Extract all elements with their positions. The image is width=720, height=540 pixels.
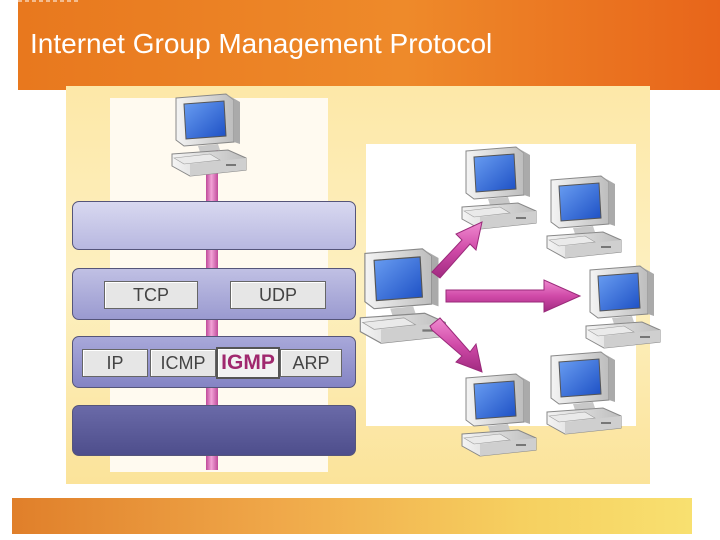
icmp-box: ICMP xyxy=(150,349,216,377)
application-layer xyxy=(72,201,356,250)
computer-icon xyxy=(545,350,625,436)
tcp-box: TCP xyxy=(104,281,198,309)
network-interface-layer xyxy=(72,405,356,456)
computer-icon xyxy=(460,145,540,231)
computer-icon xyxy=(545,174,625,260)
slide-title: Internet Group Management Protocol xyxy=(30,28,493,59)
arp-box: ARP xyxy=(280,349,342,377)
computer-icon xyxy=(584,264,664,350)
computer-icon xyxy=(170,92,250,178)
computer-icon xyxy=(460,372,540,458)
ip-box: IP xyxy=(82,349,148,377)
decorative-line xyxy=(18,0,78,2)
igmp-box: IGMP xyxy=(216,347,280,379)
title-bar: Internet Group Management Protocol xyxy=(18,0,720,90)
computer-icon xyxy=(358,246,450,346)
udp-box: UDP xyxy=(230,281,326,309)
footer-bar xyxy=(12,498,692,534)
